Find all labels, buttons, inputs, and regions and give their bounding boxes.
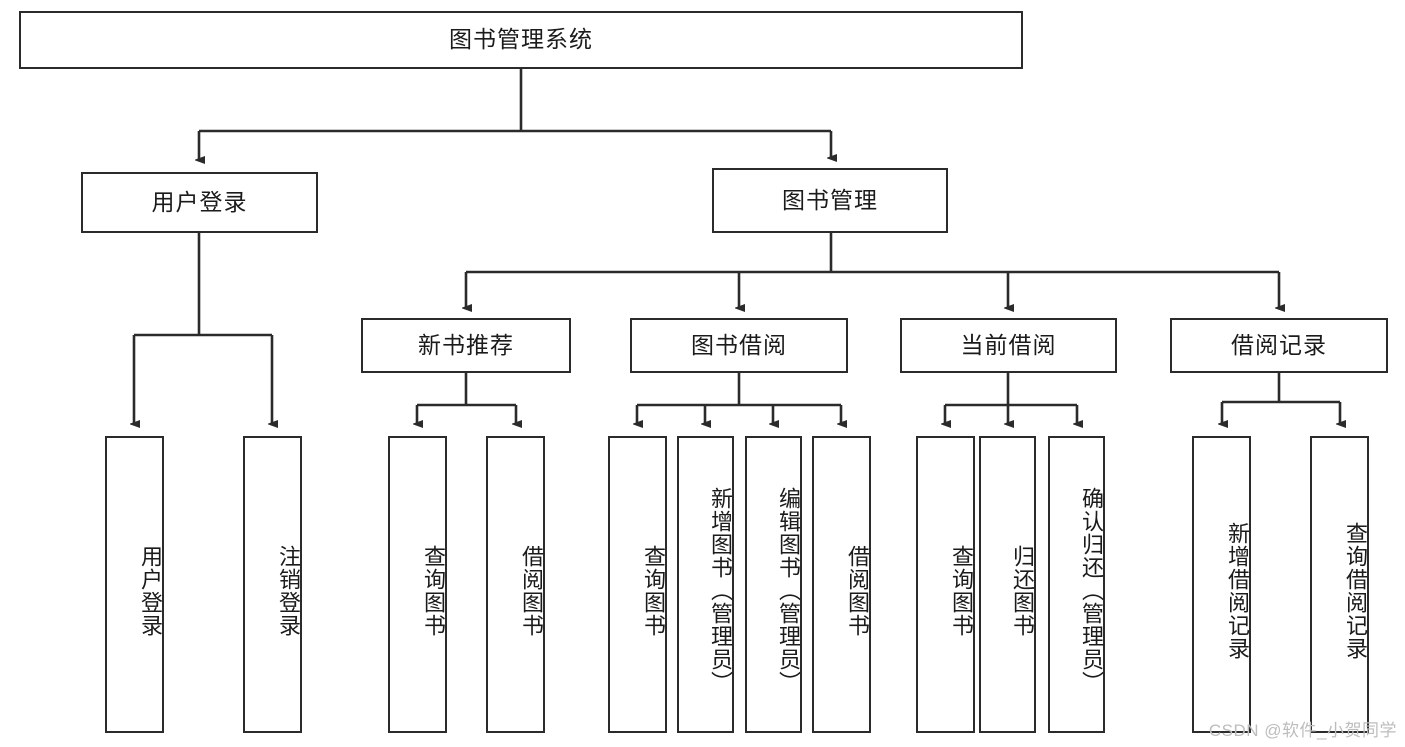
node-label: 图书管理 (782, 186, 878, 213)
node-label: 编辑图书（管理员） (776, 487, 801, 694)
leaf-edit-book[interactable]: 编辑图书（管理员） (745, 436, 802, 733)
node-label: 图书借阅 (691, 331, 787, 358)
node-label: 确认归还（管理员） (1079, 487, 1104, 694)
leaf-add-record[interactable]: 新增借阅记录 (1192, 436, 1251, 733)
leaf-borrow-book-1[interactable]: 借阅图书 (486, 436, 545, 733)
node-label: 查询借阅记录 (1343, 521, 1368, 660)
node-label: 查询图书 (641, 544, 666, 637)
node-borrow-record[interactable]: 借阅记录 (1170, 318, 1388, 373)
leaf-logout[interactable]: 注销登录 (243, 436, 302, 733)
node-label: 借阅图书 (519, 544, 544, 637)
leaf-query-record[interactable]: 查询借阅记录 (1310, 436, 1369, 733)
leaf-query-book-3[interactable]: 查询图书 (916, 436, 975, 733)
node-root-system[interactable]: 图书管理系统 (19, 11, 1023, 69)
node-book-borrow[interactable]: 图书借阅 (630, 318, 848, 373)
node-label: 当前借阅 (960, 331, 1057, 358)
node-label: 查询图书 (421, 544, 446, 637)
node-label: 用户登录 (138, 544, 163, 637)
node-label: 新增图书（管理员） (708, 487, 733, 694)
node-label: 查询图书 (949, 544, 974, 637)
node-label: 新增借阅记录 (1225, 521, 1250, 660)
node-label: 借阅记录 (1231, 331, 1327, 358)
leaf-return-book[interactable]: 归还图书 (979, 436, 1036, 733)
node-label: 借阅图书 (845, 544, 870, 637)
leaf-query-book-1[interactable]: 查询图书 (388, 436, 447, 733)
node-label: 图书管理系统 (449, 26, 593, 53)
leaf-add-book[interactable]: 新增图书（管理员） (677, 436, 734, 733)
node-new-book-recommend[interactable]: 新书推荐 (361, 318, 571, 373)
node-label: 用户登录 (151, 188, 248, 215)
csdn-watermark: CSDN @软件_小贺同学 (1208, 721, 1397, 740)
node-label: 注销登录 (276, 544, 301, 637)
node-user-login[interactable]: 用户登录 (81, 172, 318, 233)
leaf-user-login[interactable]: 用户登录 (105, 436, 164, 733)
node-label: 新书推荐 (418, 331, 514, 358)
node-current-borrow[interactable]: 当前借阅 (900, 318, 1117, 373)
leaf-confirm-return[interactable]: 确认归还（管理员） (1048, 436, 1105, 733)
node-book-manage[interactable]: 图书管理 (712, 168, 948, 233)
leaf-borrow-book-2[interactable]: 借阅图书 (812, 436, 871, 733)
node-label: 归还图书 (1010, 544, 1035, 637)
leaf-query-book-2[interactable]: 查询图书 (608, 436, 667, 733)
